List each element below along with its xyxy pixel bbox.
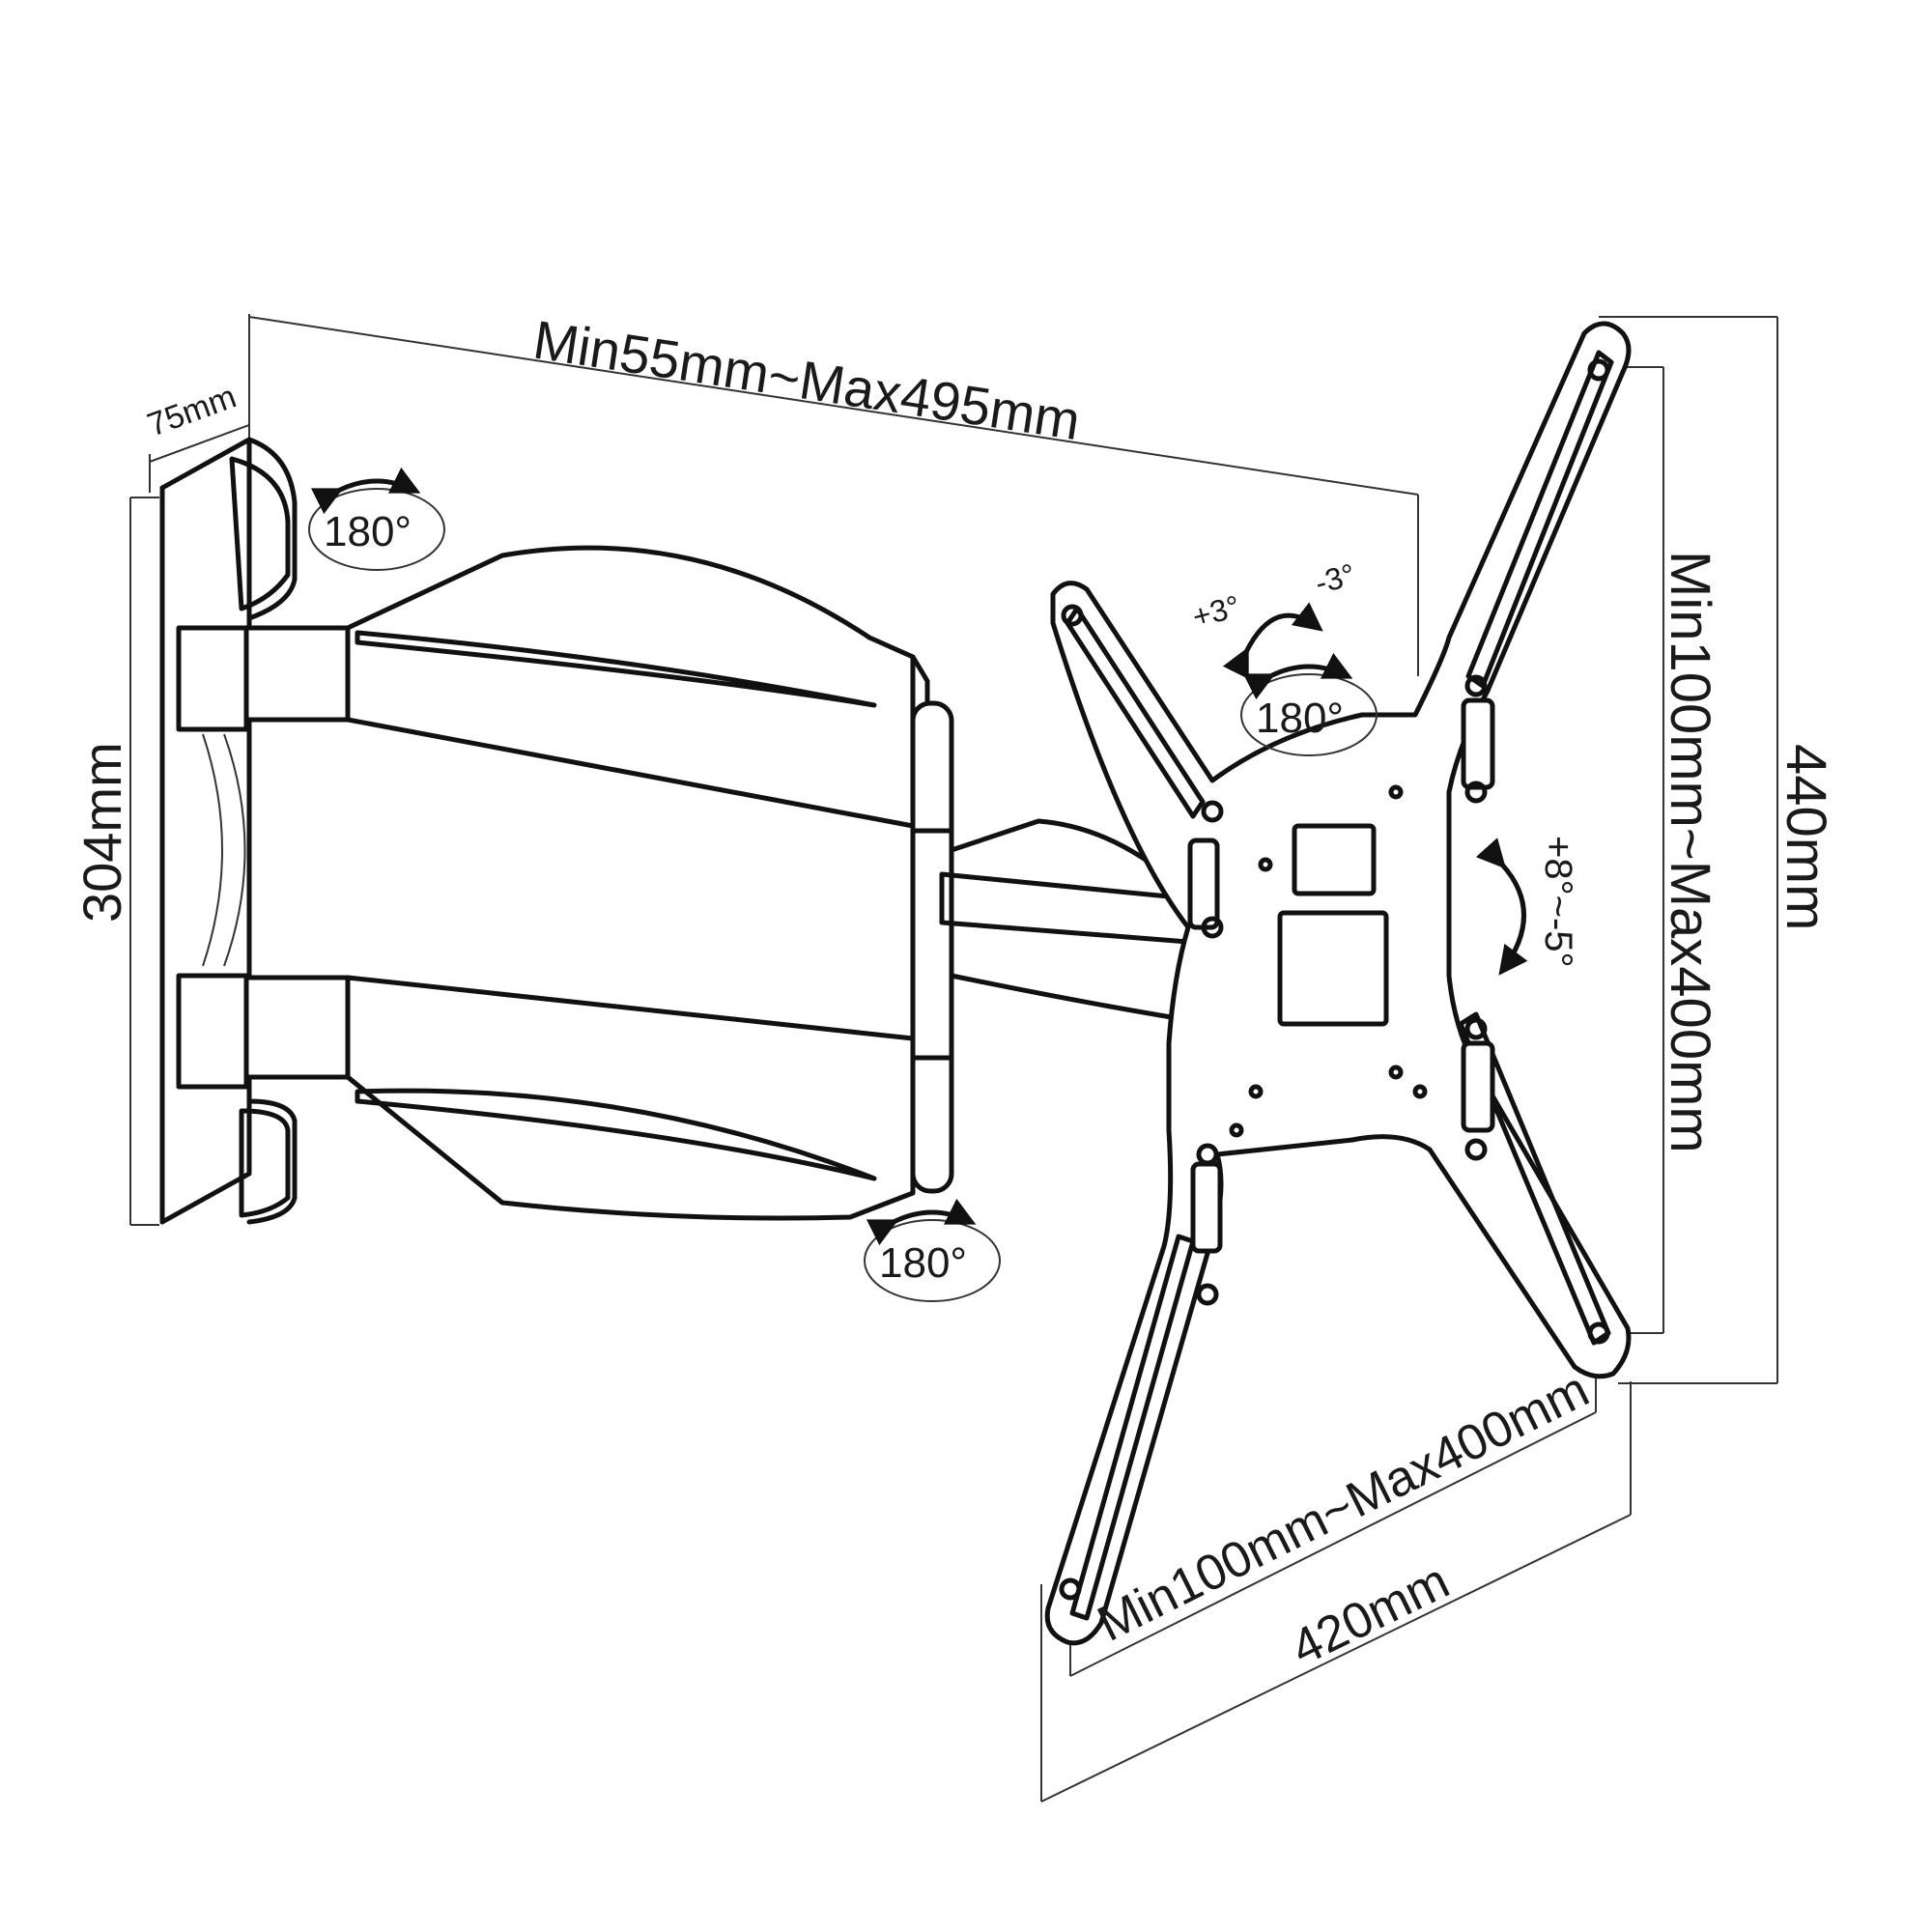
vesa-vertical-label: Min100mm~Max400mm: [1659, 551, 1721, 1153]
wall-plate-height-label: 304mm: [71, 742, 132, 923]
elbow-pivot: [910, 700, 954, 1194]
wall-pivot-label: 180°: [324, 508, 412, 555]
lower-arm: [176, 973, 916, 1221]
rotate-minus-label: -3°: [1311, 556, 1358, 600]
arm-extension-label: Min55mm~Max495mm: [529, 309, 1084, 452]
rotation-markers: [308, 467, 1528, 1302]
tv-plate: [1044, 321, 1632, 1646]
upper-arm: [176, 545, 930, 834]
tilt-label: +8°~-5°: [1537, 836, 1579, 968]
wall-plate: [159, 437, 298, 1225]
elbow-pivot-label: 180°: [879, 1239, 967, 1287]
plate-height-label: 440mm: [1775, 744, 1837, 930]
plate-width-label: 420mm: [1283, 1553, 1458, 1677]
rotate-plus-label: +3°: [1188, 588, 1243, 635]
plate-swivel-label: 180°: [1256, 695, 1344, 742]
